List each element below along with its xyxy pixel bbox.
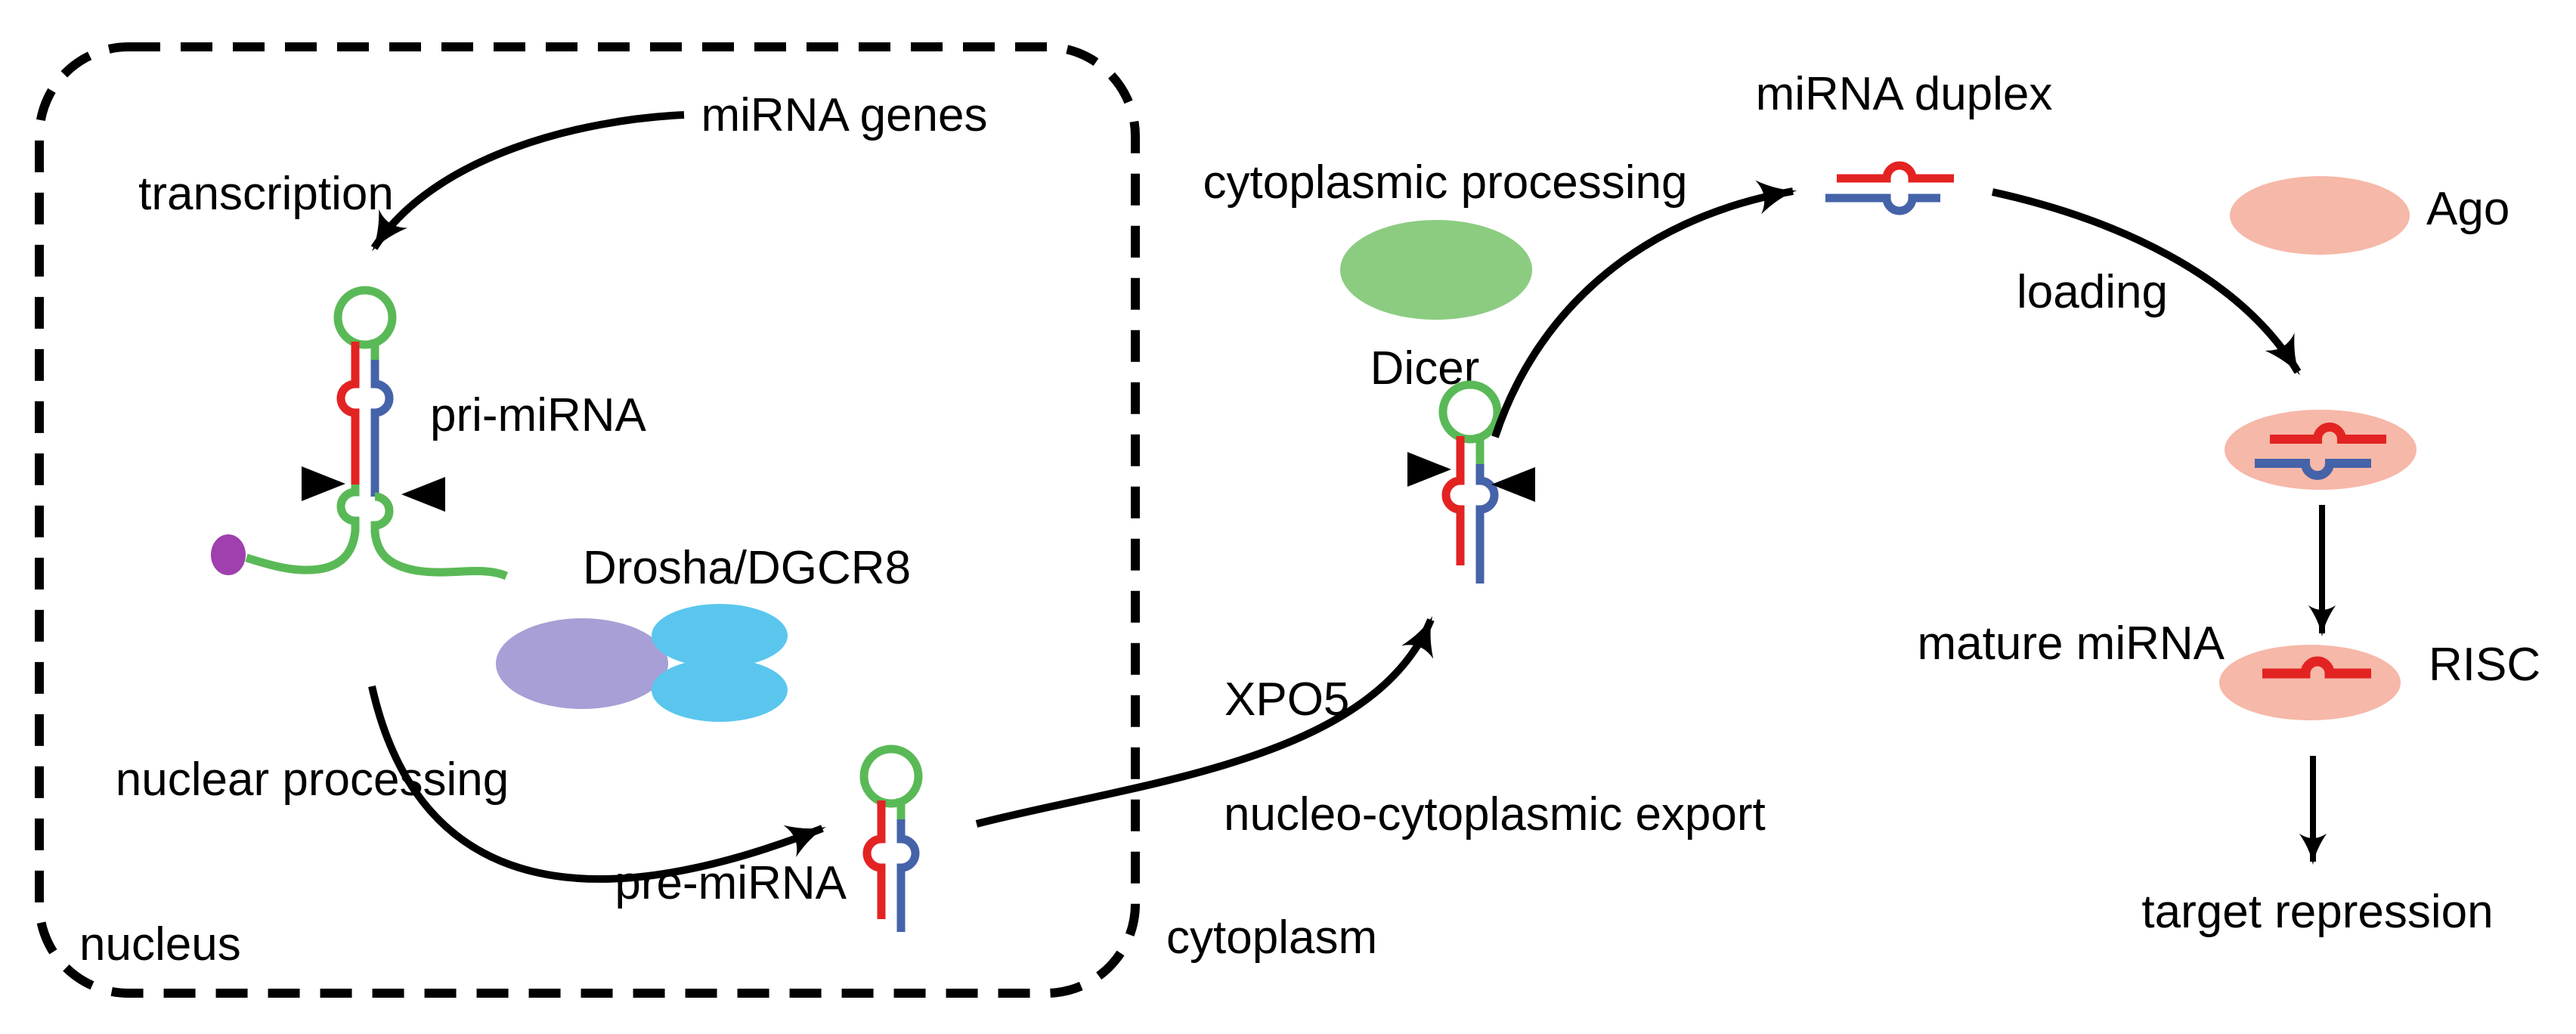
nucleo-cytoplasmic-export-arrow: [975, 616, 1435, 828]
drosha-cleavage-site-right-icon: [401, 477, 445, 512]
ago-label: Ago: [2426, 183, 2509, 235]
loaded-ago-protein-icon: [2225, 410, 2417, 490]
cytoplasmic-processing-arrow: [1491, 180, 1797, 438]
pri-mirna-hairpin: [211, 286, 509, 580]
ago-loaded-with-duplex: [2225, 410, 2417, 490]
nucleus-label: nucleus: [79, 918, 241, 971]
dicer-substrate-guide-strand: [1441, 436, 1465, 565]
mature-mirna-label: mature miRNA: [1917, 618, 2225, 670]
pre-mirna-hairpin: [859, 745, 923, 932]
pri-mirna-terminal-loop-icon: [333, 286, 397, 349]
risc-complex: [2219, 645, 2401, 720]
loaded-passenger-strand: [2255, 459, 2371, 480]
dicer-substrate-terminal-loop-icon: [1438, 380, 1502, 444]
mirna-genes-label: miRNA genes: [701, 89, 987, 141]
dicer-cleavage-site-right-icon: [1491, 467, 1535, 502]
pre-mirna-terminal-loop-icon: [859, 745, 923, 808]
pri-mirna-label: pri-miRNA: [430, 389, 647, 441]
drosha-dgcr8-complex: [496, 604, 788, 722]
transcription-label: transcription: [138, 168, 394, 220]
ago-protein-icon: [2230, 176, 2410, 255]
pre-mirna-passenger-strand: [896, 819, 920, 932]
pre-mirna-guide-strand: [862, 800, 886, 919]
pri-mirna-passenger-strand: [370, 360, 394, 497]
drosha-cleavage-site-left-icon: [302, 466, 345, 501]
nucleo-cytoplasmic-export-label: nucleo-cytoplasmic export: [1224, 788, 1766, 841]
cytoplasm-label: cytoplasm: [1166, 912, 1377, 964]
mirna-duplex-icon: [1825, 161, 1954, 215]
nuclear-processing-label: nuclear processing: [116, 754, 509, 806]
risc-protein-icon: [2219, 645, 2401, 720]
drosha-dgcr8-label: Drosha/DGCR8: [583, 542, 911, 594]
duplex-passenger-strand: [1825, 193, 1940, 215]
target-repression-label: target repression: [2141, 886, 2493, 938]
loading-arrow: [1991, 188, 2302, 376]
pri-mirna-guide-strand: [336, 342, 360, 484]
dicer-substrate-passenger-strand: [1475, 464, 1499, 584]
duplex-guide-strand: [1837, 161, 1954, 183]
nuclear-envelope-dashed-border: [35, 42, 1140, 998]
loading-label: loading: [2017, 266, 2168, 318]
mature-mirna-strand: [2262, 656, 2371, 679]
mirna-duplex-label: miRNA duplex: [1756, 68, 2053, 120]
dgcr8-protein-top-lobe-icon: [652, 604, 788, 667]
drosha-protein-icon: [496, 618, 668, 709]
dicer-cleavage-site-left-icon: [1407, 452, 1451, 487]
nuclear-processing-arrow: [368, 685, 827, 883]
risc-label: RISC: [2429, 639, 2540, 691]
pre-mirna-label: pre-miRNA: [615, 857, 847, 909]
dgcr8-protein-bottom-lobe-icon: [652, 658, 788, 722]
nucleus-compartment: nucleus transcription miRNA genes pri-mi…: [35, 42, 1140, 998]
transcription-arrow: [370, 111, 685, 252]
pri-mirna-flanking-arm-right: [370, 492, 509, 580]
pri-mirna-flanking-arm-left: [245, 484, 360, 574]
dicer-substrate-hairpin: [1407, 380, 1535, 584]
xpo5-label: XPO5: [1225, 673, 1349, 726]
five-prime-cap-icon: [211, 534, 246, 575]
loaded-guide-strand: [2270, 423, 2386, 444]
dicer-protein-icon: [1340, 220, 1532, 320]
cytoplasmic-processing-label: cytoplasmic processing: [1203, 156, 1688, 209]
